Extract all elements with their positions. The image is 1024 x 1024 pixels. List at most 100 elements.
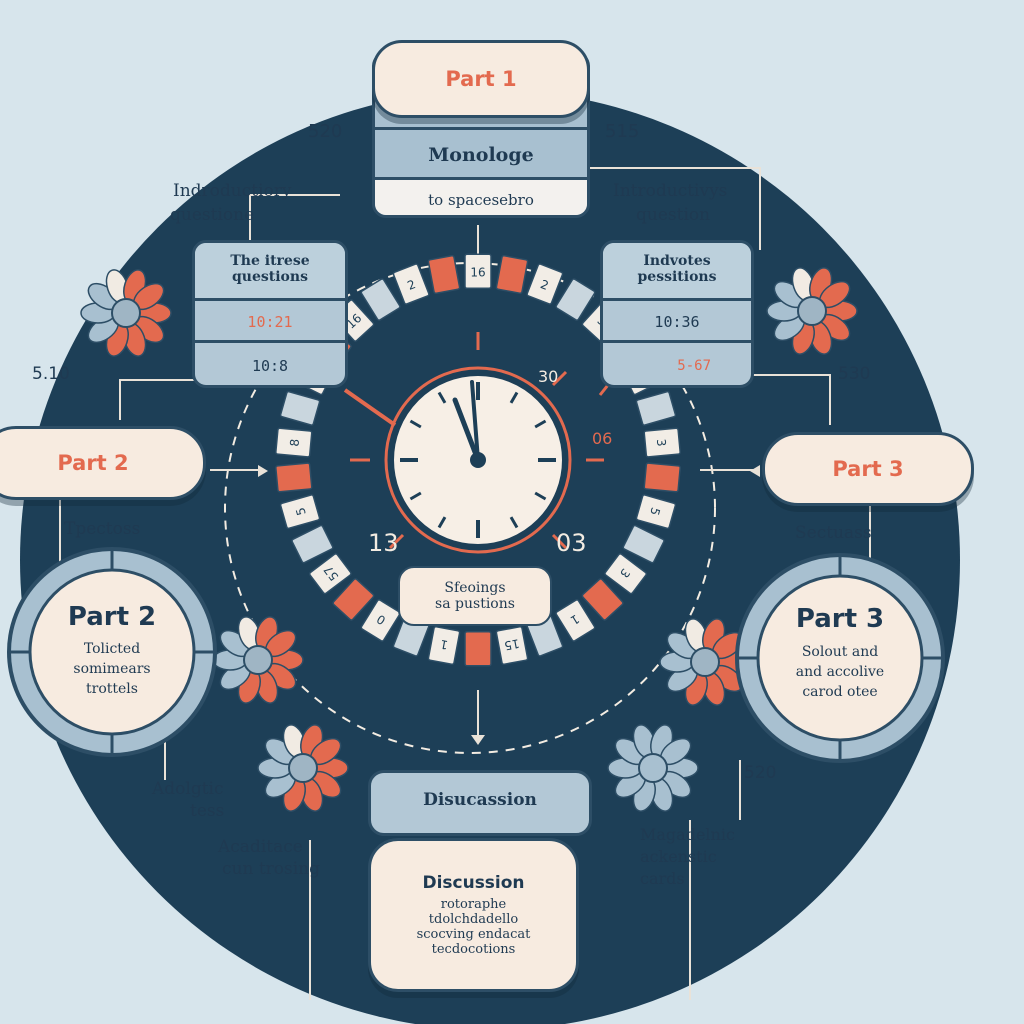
right-stack-time-1: 10:36 xyxy=(654,313,700,331)
clock-tick xyxy=(437,516,447,529)
ring-card xyxy=(279,390,321,426)
discussion-header: Disucassion xyxy=(423,790,537,810)
right-bottom-label-1b: ackenstic xyxy=(640,847,717,866)
top-right-number: 515 xyxy=(605,121,640,142)
left-side-number: 5.10 xyxy=(32,364,70,384)
part2-circle-title: Part 2 xyxy=(67,602,157,632)
top-left-number: 520 xyxy=(308,121,343,142)
ring-card: 1 xyxy=(555,599,596,642)
part2-circle-line1: Tolicted xyxy=(83,641,141,657)
part2-circle-line3: trottels xyxy=(86,681,138,697)
ring-card: 3 xyxy=(643,427,681,458)
ring-card-label: 5 xyxy=(293,506,309,517)
dial-label-30: 30 xyxy=(538,367,559,386)
part3-pill-label: Part 3 xyxy=(832,457,904,481)
ring-card: 57 xyxy=(309,553,352,595)
ring-card xyxy=(635,390,677,426)
right-questions-stack: Indvotes pessitions 10:36 5-67 xyxy=(600,240,754,388)
bubble-line1: Sfeoings xyxy=(444,580,506,596)
ring-card xyxy=(360,278,401,321)
ring-card: 2 xyxy=(526,263,564,305)
right-bottom-label-1c: cards xyxy=(640,869,685,888)
part3-circle-line3: carod otee xyxy=(802,684,878,700)
right-stack-title-1: Indvotes xyxy=(643,253,711,269)
left-bottom-label-1b: tess xyxy=(190,801,225,821)
ring-card xyxy=(581,578,624,621)
clock-right-number: 03 xyxy=(556,529,587,557)
monologue-label: Monologe xyxy=(428,144,534,166)
clock-minute-hand xyxy=(470,380,480,462)
clock-tick xyxy=(509,391,519,404)
part2-circle-line2: somimears xyxy=(73,661,151,677)
ring-card xyxy=(291,524,334,564)
left-intro-heading-1: Indroductiory xyxy=(173,181,292,201)
ring-card-label: 15 xyxy=(503,636,521,653)
clock-tick xyxy=(409,491,422,501)
discussion-card-title: Discussion xyxy=(422,873,525,893)
ring-card: 0 xyxy=(360,599,401,642)
dial-label-06: 06 xyxy=(592,429,613,448)
right-stack-time-2: 5-67 xyxy=(677,357,711,374)
ring-card: 3 xyxy=(604,553,647,595)
bubble-line2: sa pustions xyxy=(435,596,515,612)
left-bottom-label-2a: Acaditace xyxy=(218,837,303,857)
monologue-subline: to spacesebro xyxy=(428,191,534,209)
discussion-card: Discussion rotoraphe tdolchdadello scocv… xyxy=(368,838,579,992)
right-intro-heading-2: question xyxy=(636,205,711,225)
left-stack-title-1: The itrese xyxy=(230,253,310,269)
ring-card: 2 xyxy=(392,263,430,305)
ring-card xyxy=(495,254,529,295)
flower-icon xyxy=(257,724,349,812)
left-bottom-label-2b: cun trosing xyxy=(222,859,321,879)
part2-pill-label: Part 2 xyxy=(57,451,129,475)
discussion-card-line2: tdolchdadello xyxy=(428,912,519,927)
right-side-number: 530 xyxy=(838,364,871,384)
part3-pill: Part 3 xyxy=(762,432,974,506)
bottom-right-number: 520 xyxy=(744,763,777,783)
flower-icon xyxy=(80,269,172,357)
ring-card: 16 xyxy=(464,253,492,290)
ring-card-label: 5 xyxy=(647,506,663,517)
speaking-questions-bubble: Sfeoings sa pustions xyxy=(398,566,552,626)
clock-tick xyxy=(437,391,447,404)
discussion-card-line1: rotoraphe xyxy=(440,897,507,912)
left-topic-label: Tpectoss xyxy=(64,519,141,539)
clock-tick xyxy=(409,419,422,429)
right-topic-label: Sectuass xyxy=(795,523,872,543)
ring-card: 5 xyxy=(635,494,677,530)
part2-circle-shape xyxy=(7,547,217,757)
ring-card xyxy=(555,278,596,321)
flower-icon xyxy=(607,724,699,812)
connector-lines xyxy=(59,167,871,1000)
ring-card-label: 8 xyxy=(287,438,302,447)
discussion-stack: Disucassion xyxy=(368,770,592,836)
part1-label: Part 1 xyxy=(445,67,517,91)
right-intro-heading-1: Introductivys xyxy=(613,181,728,201)
clock-left-number: 13 xyxy=(368,529,399,557)
right-stack-title-2: pessitions xyxy=(637,269,717,285)
dashed-orbit xyxy=(224,262,716,754)
ring-card xyxy=(427,254,461,295)
right-bottom-label-1a: Magadelnic xyxy=(640,825,735,844)
clock-tick xyxy=(509,516,519,529)
ring-card: 15 xyxy=(495,625,529,666)
ring-card xyxy=(464,630,492,667)
flower-decorations xyxy=(80,267,858,812)
discussion-card-line3: scocving endacat xyxy=(416,927,531,942)
part1-pill: Part 1 xyxy=(372,40,590,118)
part3-circle-line1: Solout and xyxy=(801,644,879,660)
clock-pointer xyxy=(343,388,397,427)
ring-card: 8 xyxy=(275,427,313,458)
ring-card-label: 3 xyxy=(654,438,669,447)
part2-pill: Part 2 xyxy=(0,426,206,500)
clock-tick xyxy=(534,491,547,501)
part3-circle-title: Part 3 xyxy=(795,604,885,634)
clock-ticks xyxy=(400,382,556,538)
ring-card-label: 1 xyxy=(439,637,449,652)
ring-card: 5 xyxy=(279,494,321,530)
clock-hour-hand xyxy=(452,397,481,463)
left-questions-stack: The itrese questions 10:21 10:8 xyxy=(192,240,348,388)
left-stack-title-2: questions xyxy=(232,269,308,285)
left-stack-time-2: 10:8 xyxy=(251,356,289,375)
flower-icon xyxy=(766,267,858,355)
